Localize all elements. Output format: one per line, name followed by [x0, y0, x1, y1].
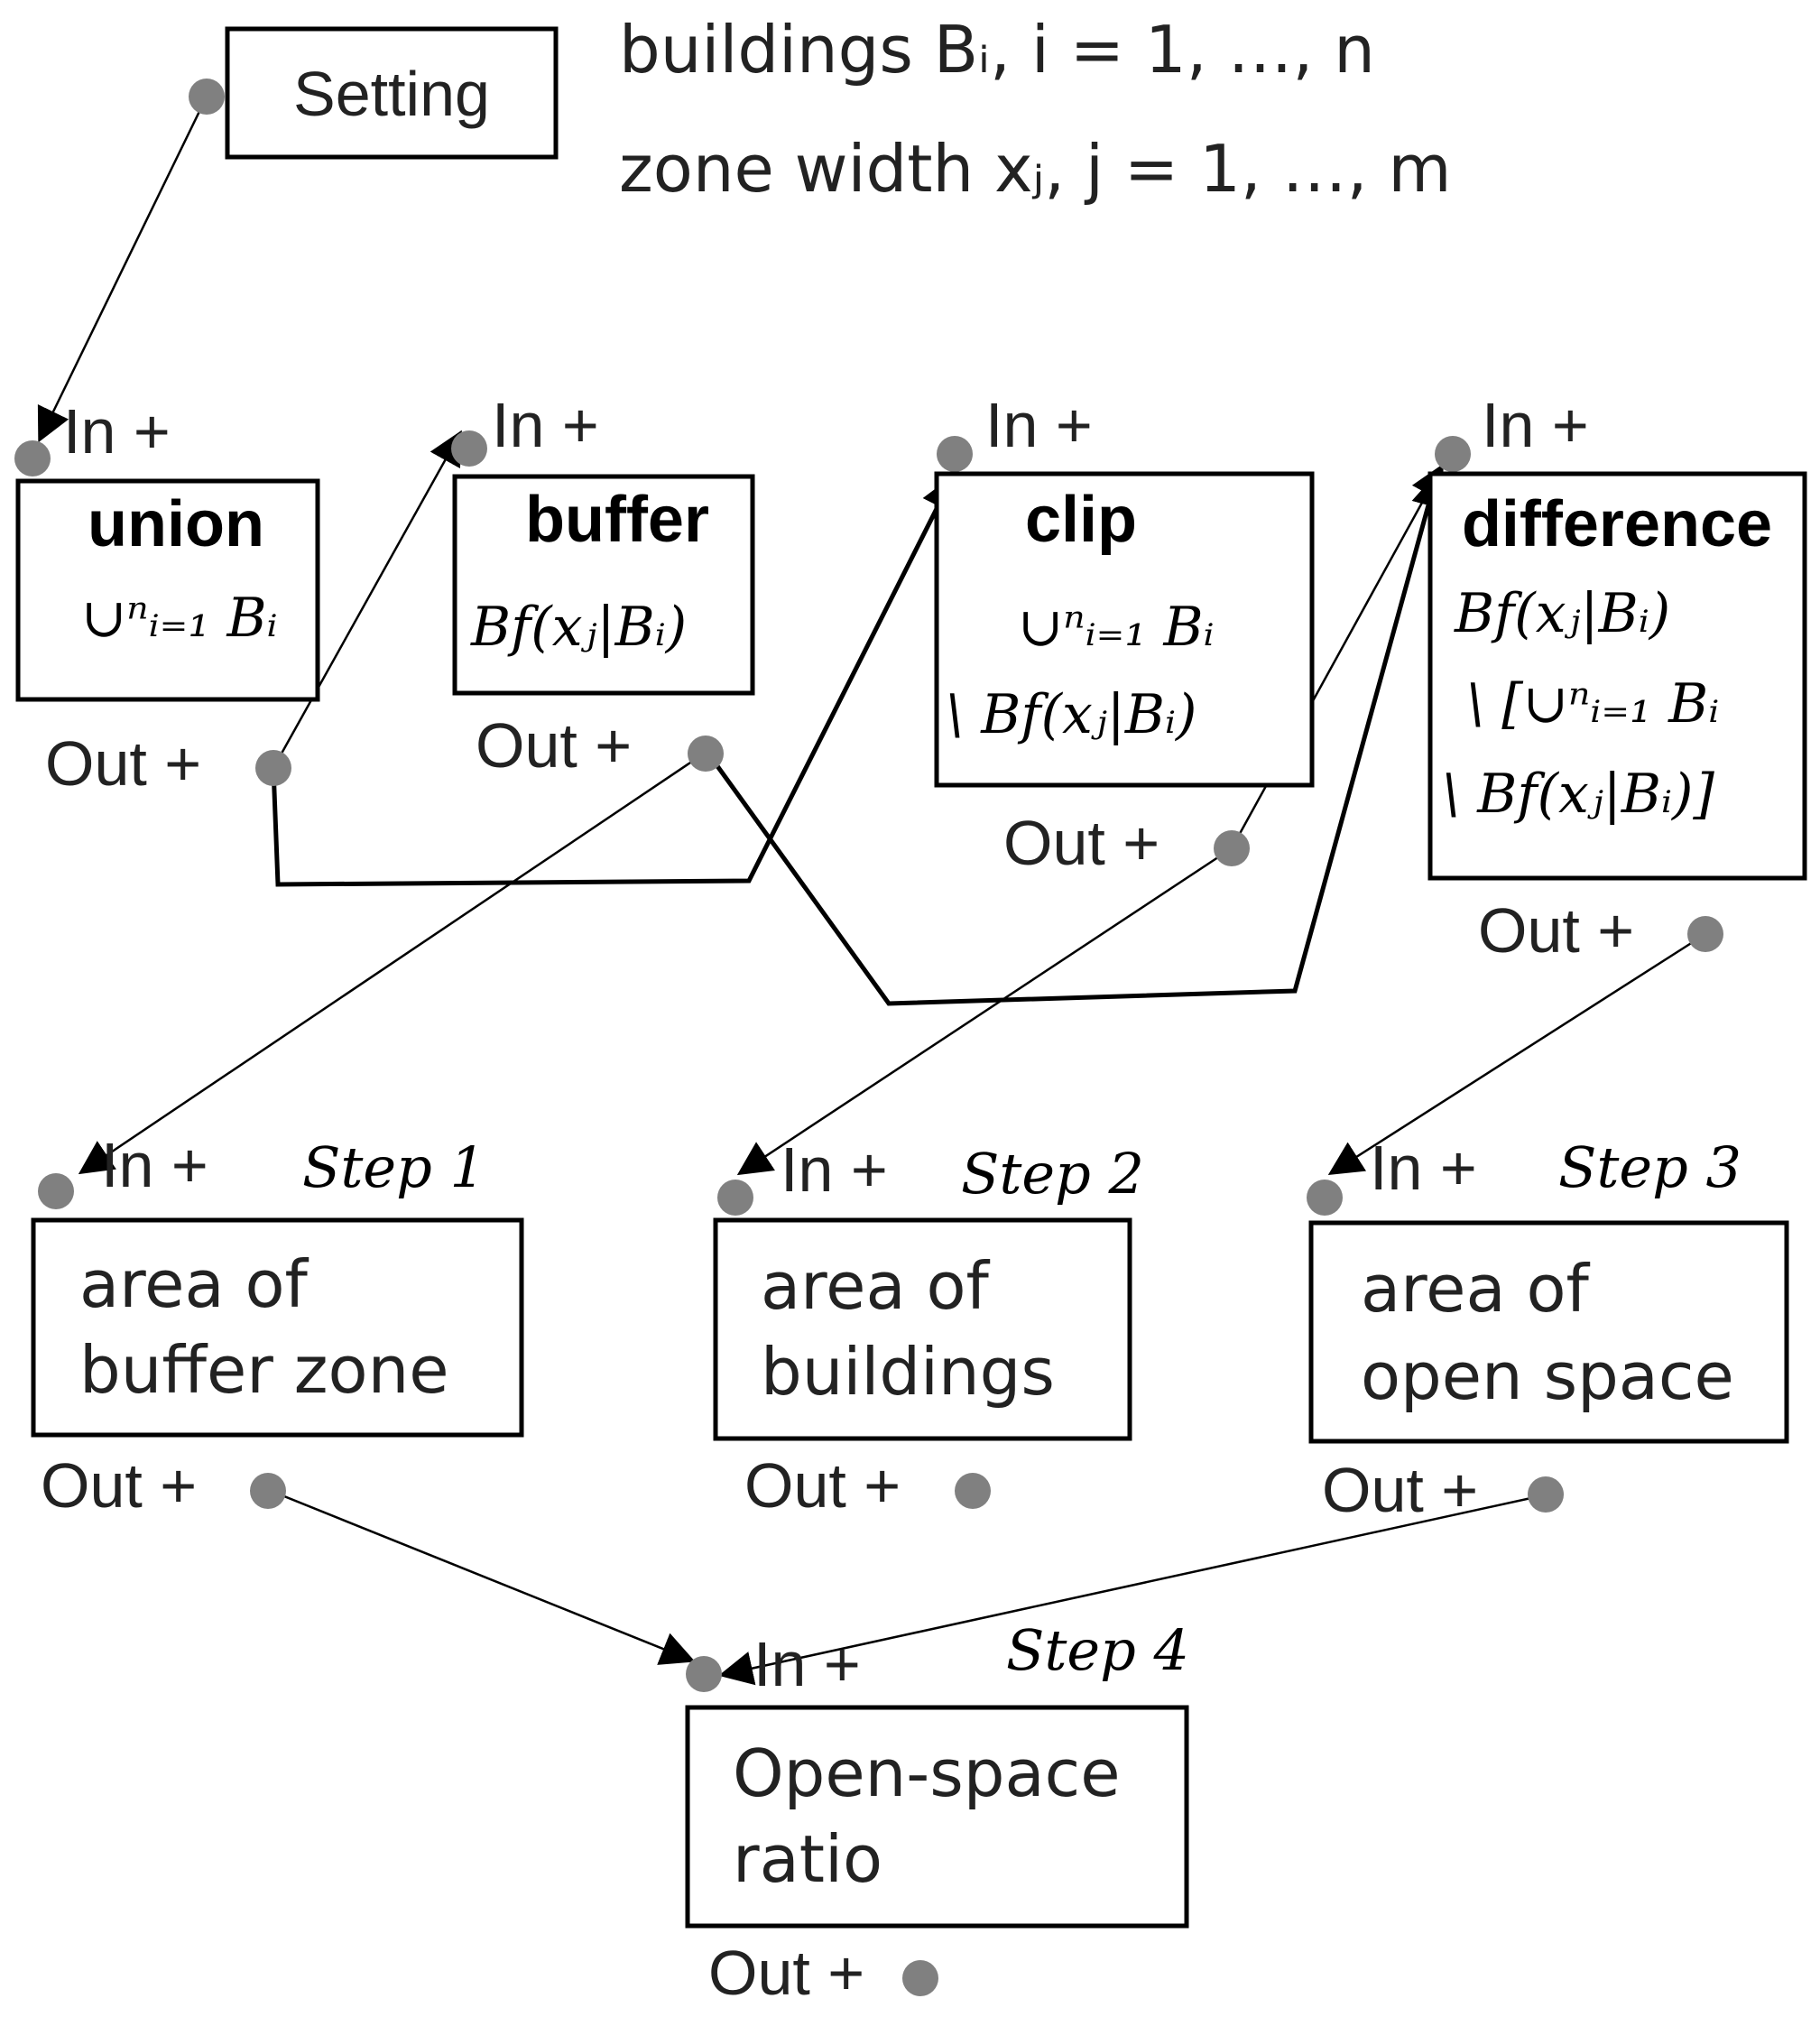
edge-buffer-to-difference — [706, 472, 1446, 1006]
difference-expression-line2: \ [∪ⁿᵢ₌₁ Bᵢ — [1466, 672, 1719, 736]
step3-input-port[interactable] — [1307, 1180, 1343, 1216]
step3-output-port[interactable] — [1528, 1476, 1564, 1513]
step3-text-line1: area of — [1361, 1251, 1590, 1327]
union-node[interactable]: union ∪ⁿᵢ₌₁ Bᵢ — [15, 478, 320, 702]
setting-title: Setting — [293, 59, 490, 129]
edge-difference-to-step3 — [1327, 932, 1706, 1176]
step2-input-port[interactable] — [717, 1180, 753, 1216]
edge-setting-to-union — [37, 96, 208, 443]
difference-input-port[interactable] — [1435, 436, 1471, 472]
step2-output-port[interactable] — [955, 1473, 991, 1509]
step2-text-line1: area of — [761, 1248, 990, 1324]
step4-text-line1: Open-space — [733, 1735, 1121, 1811]
step3-out-label: Out + — [1322, 1455, 1478, 1525]
clip-expression-line2: \ Bf(xⱼ|Bᵢ) — [946, 683, 1196, 746]
step2-in-label: In + — [781, 1134, 888, 1205]
union-expression: ∪ⁿᵢ₌₁ Bᵢ — [81, 587, 278, 650]
step2-label: Step 2 — [961, 1141, 1144, 1207]
step2-text-line2: buildings — [761, 1334, 1055, 1410]
buffer-expression: Bf(xⱼ|Bᵢ) — [470, 596, 687, 659]
step1-out-label: Out + — [41, 1450, 197, 1521]
union-in-label: In + — [63, 396, 171, 467]
difference-expression-line3: \ Bf(xⱼ|Bᵢ)] — [1442, 763, 1714, 826]
difference-output-port[interactable] — [1687, 916, 1723, 952]
clip-output-port[interactable] — [1214, 830, 1250, 866]
edge-step3-to-step4 — [718, 1493, 1548, 1686]
clip-expression-line1: ∪ⁿᵢ₌₁ Bᵢ — [1018, 596, 1215, 659]
buffer-in-label: In + — [492, 390, 599, 460]
step4-label: Step 4 — [1006, 1617, 1189, 1683]
buffer-input-port[interactable] — [451, 430, 487, 467]
difference-box[interactable] — [1427, 471, 1807, 881]
difference-in-label: In + — [1482, 390, 1589, 460]
edge-union-to-buffer — [272, 430, 462, 769]
edge-buffer-to-step1 — [78, 752, 705, 1175]
buffer-title: buffer — [525, 484, 709, 556]
step3-in-label: In + — [1370, 1133, 1477, 1203]
step4-box[interactable] — [685, 1705, 1189, 1929]
step1-text-line1: area of — [79, 1246, 309, 1322]
step3-label: Step 3 — [1558, 1134, 1741, 1200]
setting-output-port[interactable] — [189, 79, 225, 115]
step3-text-line2: open space — [1361, 1338, 1734, 1414]
setting-buildings-text: buildings Bᵢ, i = 1, …, n — [619, 12, 1375, 88]
union-output-port[interactable] — [255, 750, 291, 786]
setting-zone-width-text: zone width xⱼ, j = 1, …, m — [619, 131, 1452, 207]
step1-in-label: In + — [101, 1130, 208, 1200]
step1-box[interactable] — [31, 1217, 524, 1438]
difference-expression-line1: Bf(xⱼ|Bᵢ) — [1454, 582, 1670, 645]
step1-input-port[interactable] — [38, 1173, 74, 1209]
step2-out-label: Out + — [744, 1450, 901, 1521]
union-box[interactable] — [15, 478, 320, 702]
buffer-node[interactable]: buffer Bf(xⱼ|Bᵢ) — [452, 474, 755, 696]
step3-node[interactable]: area of open space — [1308, 1220, 1789, 1444]
step4-out-label: Out + — [708, 1938, 864, 2008]
clip-node[interactable]: clip ∪ⁿᵢ₌₁ Bᵢ \ Bf(xⱼ|Bᵢ) — [934, 471, 1315, 788]
step4-in-label: In + — [753, 1629, 861, 1699]
clip-in-label: In + — [985, 390, 1093, 460]
step4-node[interactable]: Open-space ratio — [685, 1705, 1189, 1929]
buffer-output-port[interactable] — [688, 736, 724, 772]
step4-text-line2: ratio — [733, 1821, 882, 1897]
difference-title: difference — [1462, 488, 1772, 560]
difference-out-label: Out + — [1478, 895, 1634, 966]
buffer-box[interactable] — [452, 474, 755, 696]
edge-step1-to-step4 — [270, 1489, 696, 1665]
step4-output-port[interactable] — [902, 1960, 938, 1996]
step2-node[interactable]: area of buildings — [713, 1217, 1132, 1441]
buffer-out-label: Out + — [476, 710, 632, 781]
union-title: union — [88, 488, 264, 560]
step2-box[interactable] — [713, 1217, 1132, 1441]
step1-output-port[interactable] — [250, 1473, 286, 1509]
clip-box[interactable] — [934, 471, 1315, 788]
step3-box[interactable] — [1308, 1220, 1789, 1444]
setting-node[interactable]: Setting — [225, 26, 559, 160]
step1-label: Step 1 — [302, 1134, 485, 1200]
clip-title: clip — [1025, 484, 1137, 556]
clip-input-port[interactable] — [937, 436, 973, 472]
difference-node[interactable]: difference Bf(xⱼ|Bᵢ) \ [∪ⁿᵢ₌₁ Bᵢ \ Bf(xⱼ… — [1427, 471, 1807, 881]
setting-box[interactable] — [225, 26, 559, 160]
step1-text-line2: buffer zone — [79, 1332, 449, 1408]
union-input-port[interactable] — [14, 440, 51, 476]
union-out-label: Out + — [45, 728, 201, 799]
step4-input-port[interactable] — [686, 1656, 722, 1692]
step1-node[interactable]: area of buffer zone — [31, 1217, 524, 1438]
edge-clip-to-step2 — [736, 847, 1233, 1176]
clip-out-label: Out + — [1003, 808, 1159, 878]
